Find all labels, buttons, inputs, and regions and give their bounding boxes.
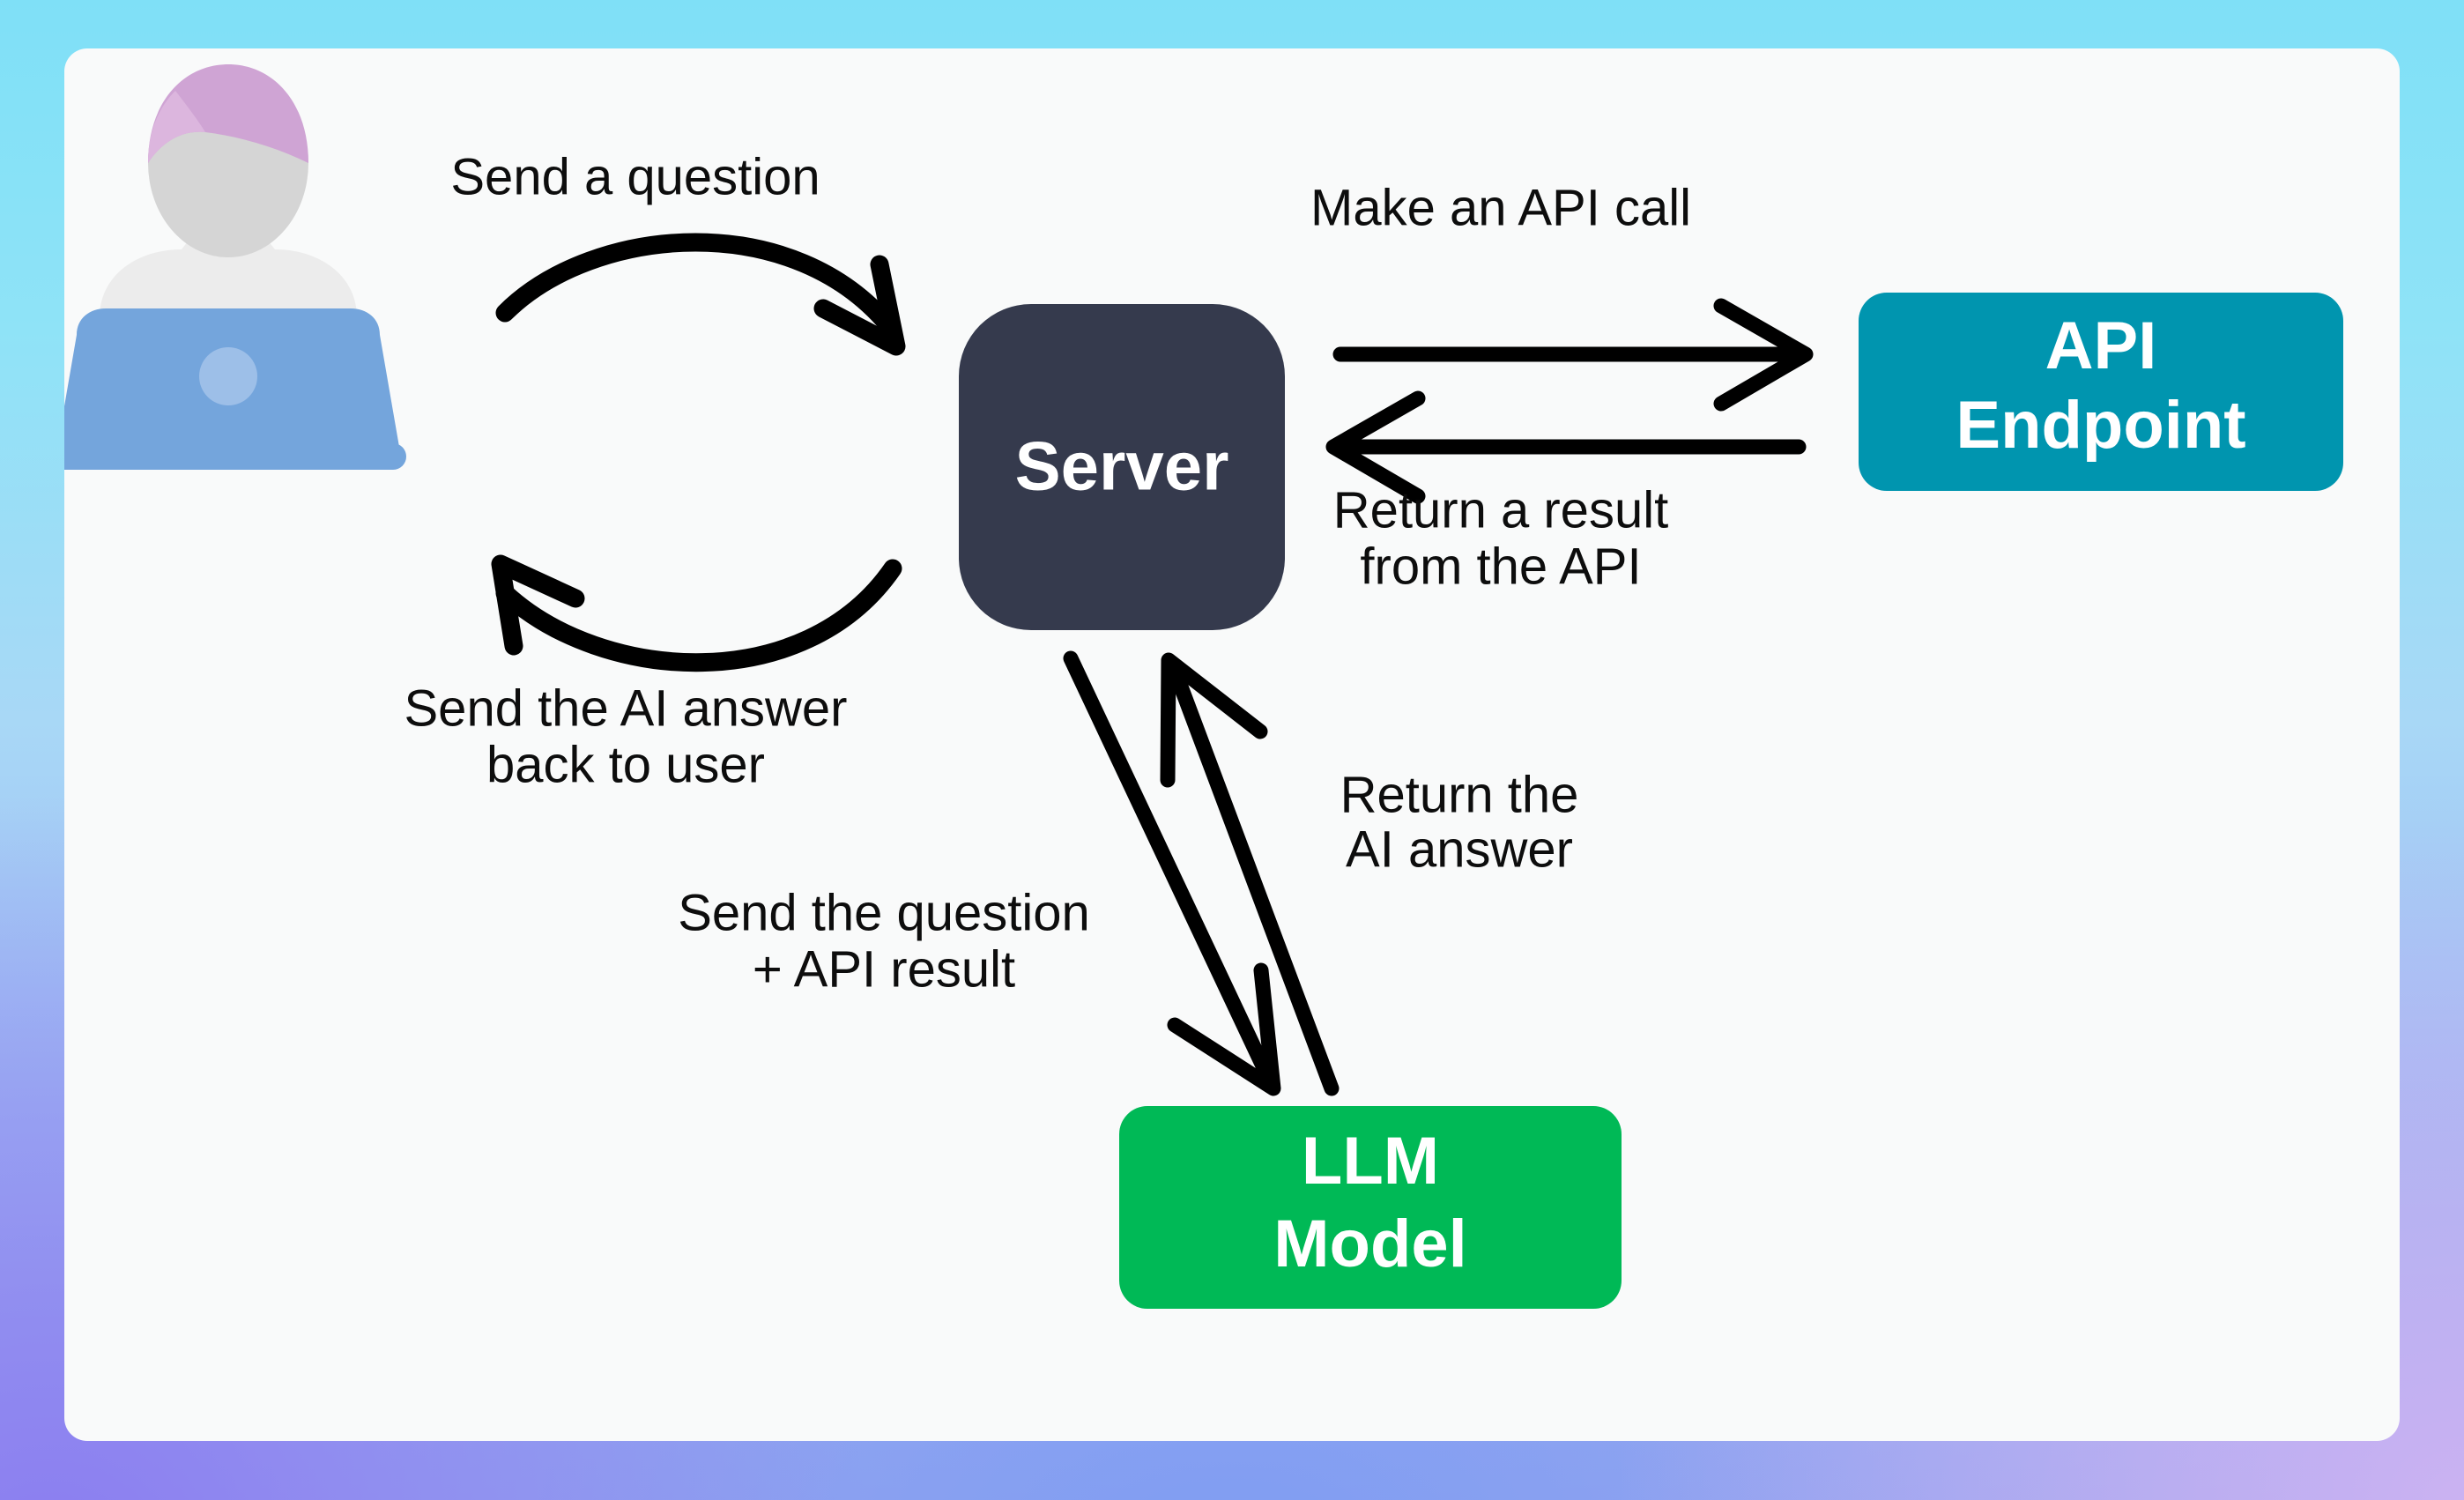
- server-to-user-curve: [495, 559, 902, 672]
- laptop-camera-dot: [199, 347, 257, 405]
- llm-model-node[interactable]: LLM Model: [1119, 1106, 1622, 1309]
- label-return-a-result-line-2: from the API: [1360, 538, 1641, 595]
- user-to-server-curve: [495, 233, 902, 340]
- label-send-ai-answer-line-1: Send the AI answer: [404, 679, 848, 737]
- user-at-laptop-icon: [64, 64, 406, 470]
- edge-server-to-user: [491, 554, 902, 672]
- edge-server-to-api: [1332, 298, 1814, 412]
- label-make-an-api-call: Make an API call: [1310, 179, 1691, 236]
- user-to-server-arrowhead: [813, 255, 906, 356]
- server-to-api-arrowhead: [1713, 298, 1814, 412]
- server-box[interactable]: [959, 304, 1285, 630]
- llm-to-server-arrowhead: [1160, 652, 1268, 788]
- laptop-base: [64, 443, 406, 470]
- llm-model-label-line-1: LLM: [1302, 1124, 1439, 1199]
- diagram-card: Server API Endpoint LLM Model: [64, 48, 2400, 1441]
- server-to-user-arrowhead: [491, 554, 585, 656]
- diagram-canvas: Server API Endpoint LLM Model: [64, 64, 2343, 1309]
- edge-api-to-server: [1325, 390, 1807, 504]
- api-endpoint-label-line-2: Endpoint: [1956, 388, 2245, 463]
- api-endpoint-box[interactable]: [1859, 293, 2343, 491]
- server-to-llm-arrowhead: [1167, 962, 1281, 1096]
- server-to-llm-line: [1063, 650, 1275, 1083]
- user-hair: [148, 64, 308, 163]
- server-label: Server: [1015, 427, 1229, 505]
- api-to-server-arrowhead: [1325, 390, 1426, 504]
- edge-user-to-server: [495, 233, 906, 356]
- edge-server-to-llm: [1063, 650, 1281, 1096]
- server-node[interactable]: Server: [959, 304, 1285, 630]
- api-endpoint-label-line-1: API: [2045, 308, 2157, 383]
- api-endpoint-node[interactable]: API Endpoint: [1859, 293, 2343, 491]
- label-return-ai-answer-line-1: Return the: [1340, 766, 1579, 823]
- label-send-question-api-result-line-1: Send the question: [678, 884, 1090, 941]
- label-send-question-api-result-line-2: + API result: [753, 940, 1015, 998]
- llm-to-server-line: [1165, 657, 1340, 1096]
- label-return-a-result-line-1: Return a result: [1333, 481, 1668, 538]
- label-send-ai-answer-line-2: back to user: [486, 736, 765, 793]
- llm-model-box[interactable]: [1119, 1106, 1622, 1309]
- edge-llm-to-server: [1160, 652, 1340, 1096]
- user-hair-highlight: [148, 91, 205, 163]
- label-return-ai-answer-line-2: AI answer: [1346, 821, 1573, 878]
- llm-model-label-line-2: Model: [1273, 1207, 1467, 1281]
- label-send-a-question: Send a question: [450, 148, 820, 205]
